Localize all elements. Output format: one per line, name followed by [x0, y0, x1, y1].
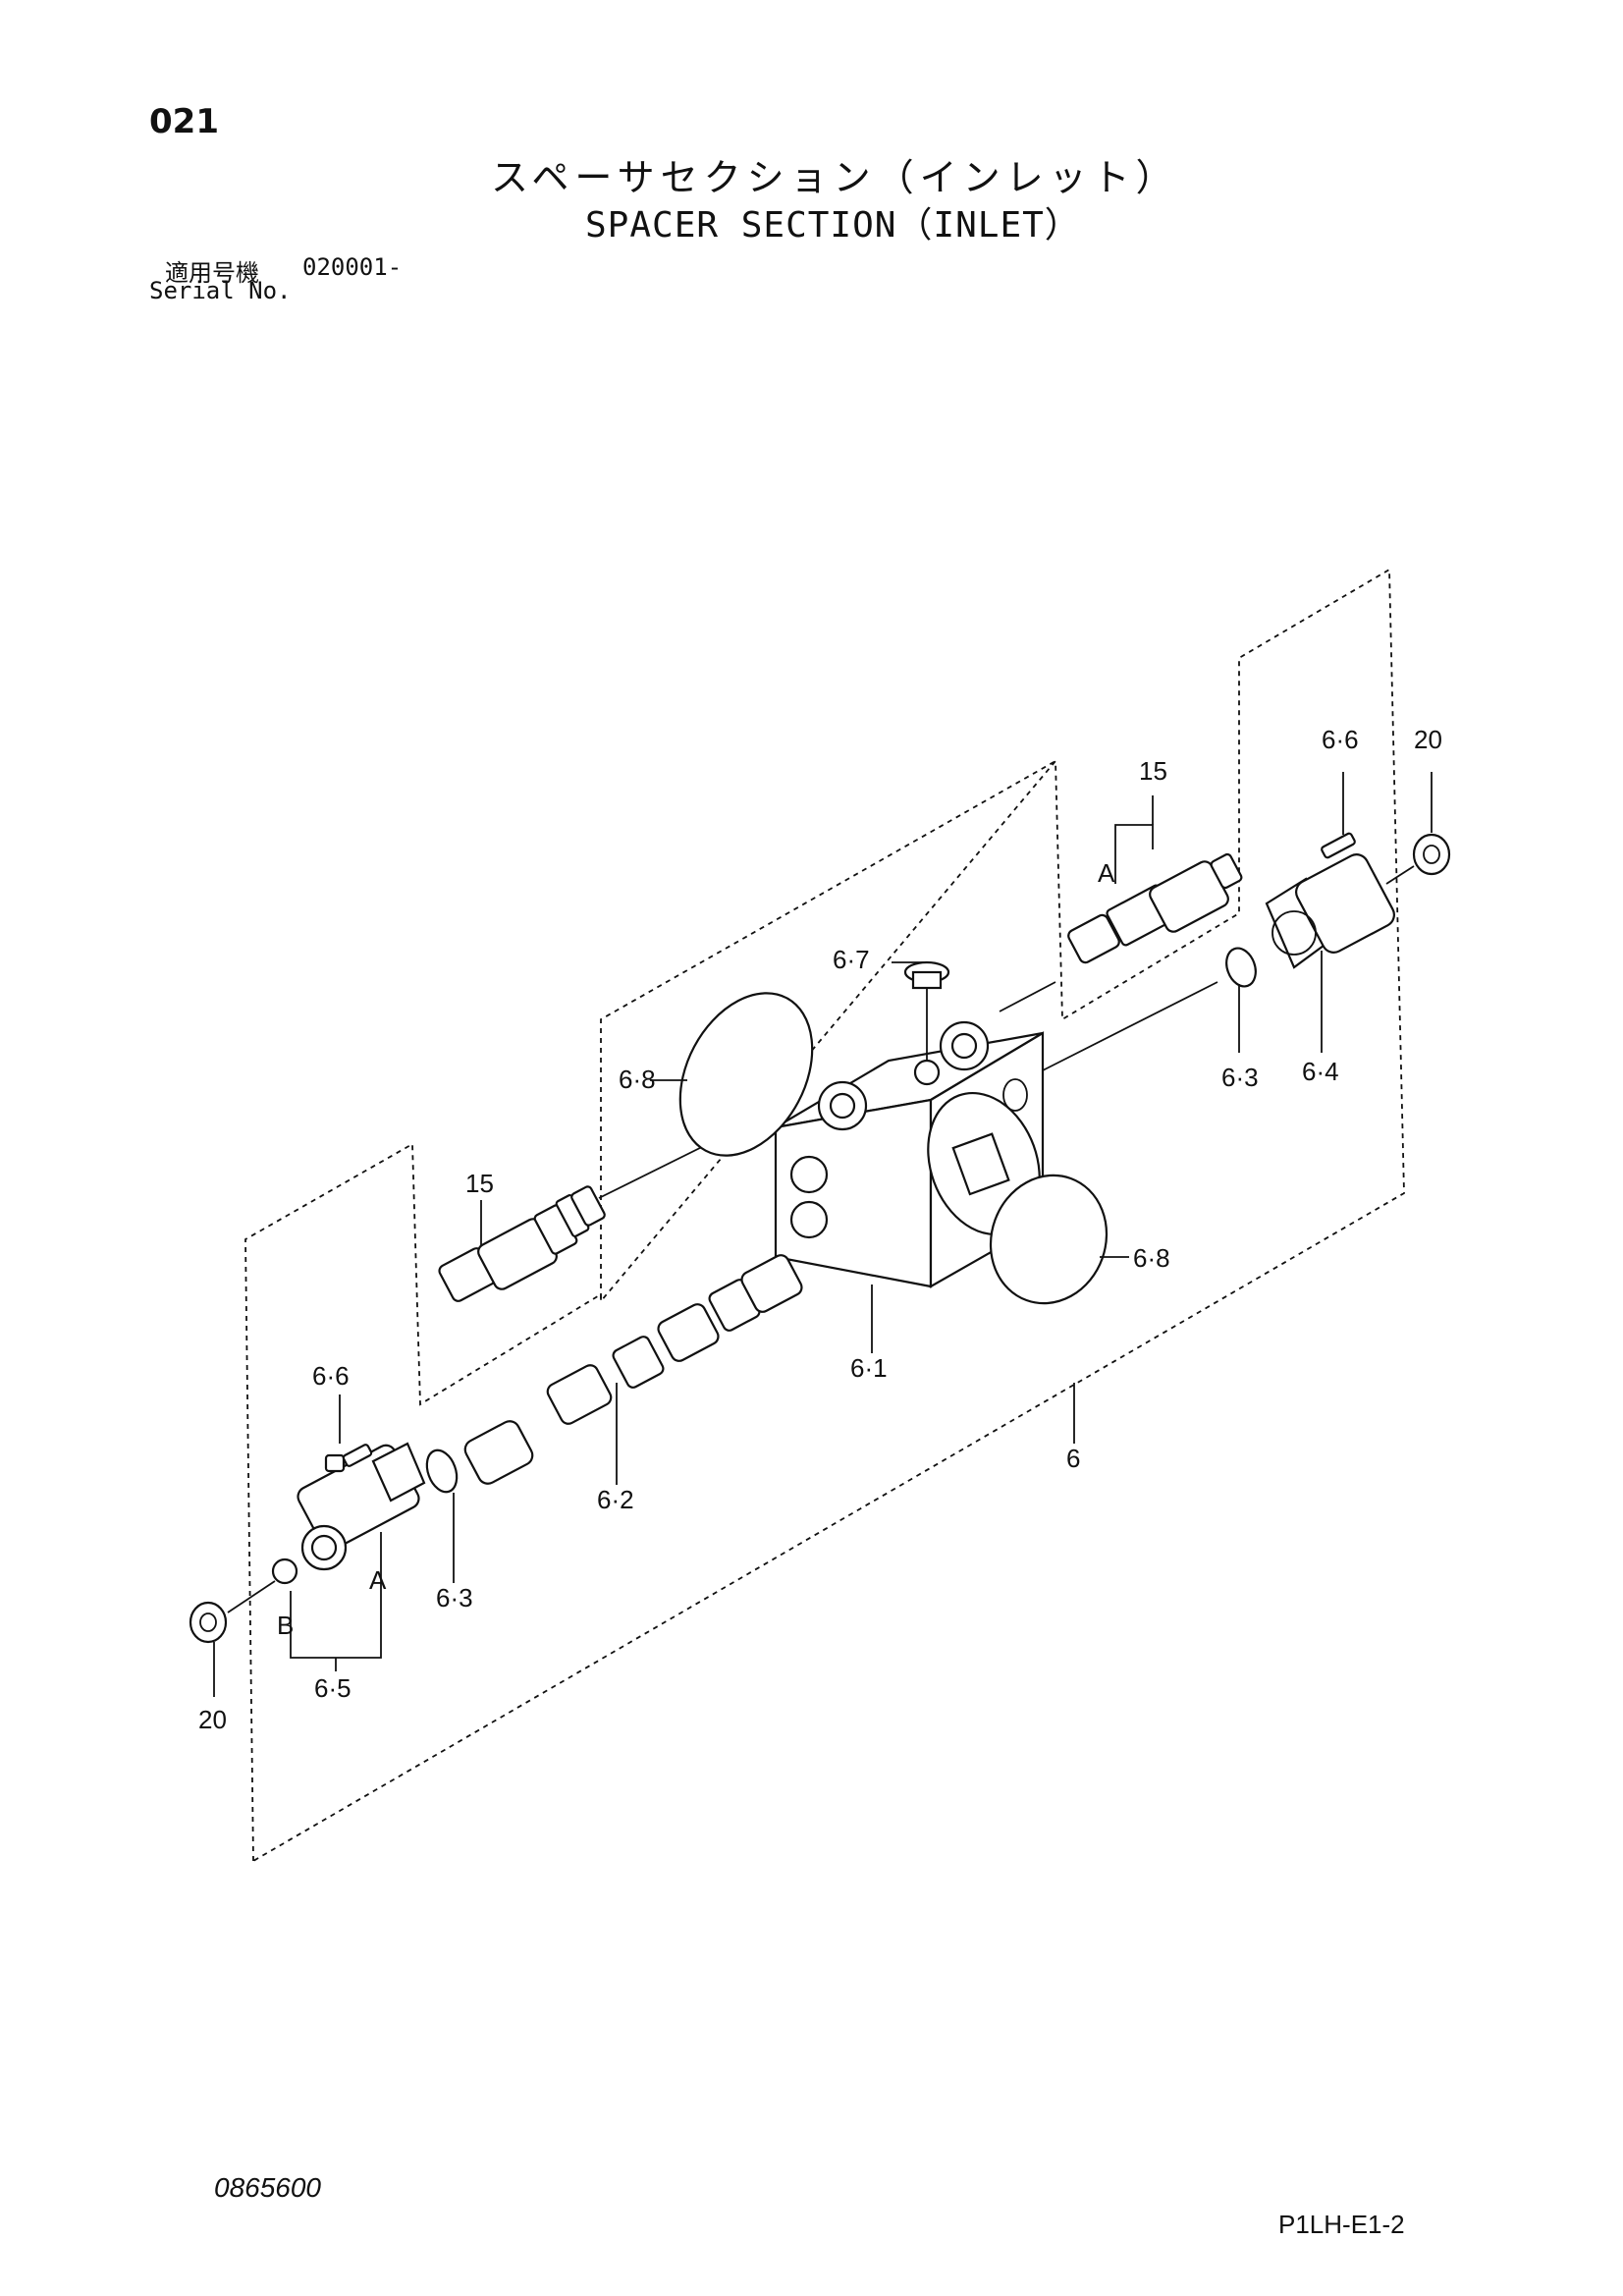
callout-6-6-left: 6·6: [312, 1361, 350, 1391]
serial-label-english: Serial No.: [149, 277, 292, 304]
plug-20-right: [1412, 833, 1451, 876]
callout-6-3-right: 6·3: [1221, 1063, 1259, 1092]
o-ring-lower: [989, 1174, 1109, 1305]
callout-6-8-upper: 6·8: [619, 1065, 656, 1094]
page-number: 021: [149, 102, 219, 141]
serial-number-value: 020001-: [302, 253, 403, 281]
callout-6-8-lower: 6·8: [1133, 1243, 1170, 1273]
spool: [463, 1254, 803, 1485]
callout-b: B: [277, 1611, 294, 1640]
title-japanese: スペーサセクション（インレット）: [491, 156, 1179, 199]
callout-a-right: A: [1098, 858, 1115, 888]
title-english: SPACER SECTION（INLET）: [585, 205, 1081, 246]
reference-code: P1LH-E1-2: [1278, 2210, 1405, 2239]
callout-6-1: 6·1: [850, 1353, 888, 1383]
callout-6-4: 6·4: [1302, 1057, 1339, 1086]
serial-label-japanese: 適用号機: [165, 259, 259, 287]
o-ring-6-3-right: [1225, 947, 1257, 988]
o-ring-upper: [678, 992, 814, 1157]
flange-right: [1265, 853, 1395, 969]
callout-6-3-left: 6·3: [436, 1583, 473, 1613]
callout-20-left: 20: [198, 1705, 227, 1734]
callout-6-2: 6·2: [597, 1485, 634, 1514]
screw-6-7: [903, 960, 950, 990]
cap-assembly-left: [297, 1442, 426, 1571]
callout-20-right: 20: [1414, 725, 1442, 754]
o-ring-6-3-left: [425, 1449, 459, 1494]
plug-20-left: [189, 1601, 228, 1644]
callout-6: 6: [1066, 1444, 1080, 1473]
callout-6-6-right: 6·6: [1322, 725, 1359, 754]
screw-6-6-right: [1321, 832, 1356, 859]
document-code: 0865600: [214, 2172, 322, 2203]
screw-6-6-left: [324, 1444, 373, 1473]
callout-a-left: A: [369, 1565, 387, 1595]
callout-15-right: 15: [1139, 756, 1167, 786]
relief-valve-right: [1067, 852, 1243, 964]
relief-valve-left: [438, 1185, 606, 1302]
washer-left: [271, 1558, 298, 1585]
callout-6-5: 6·5: [314, 1673, 352, 1703]
callout-6-7: 6·7: [833, 945, 870, 974]
callout-15-left: 15: [465, 1169, 494, 1198]
